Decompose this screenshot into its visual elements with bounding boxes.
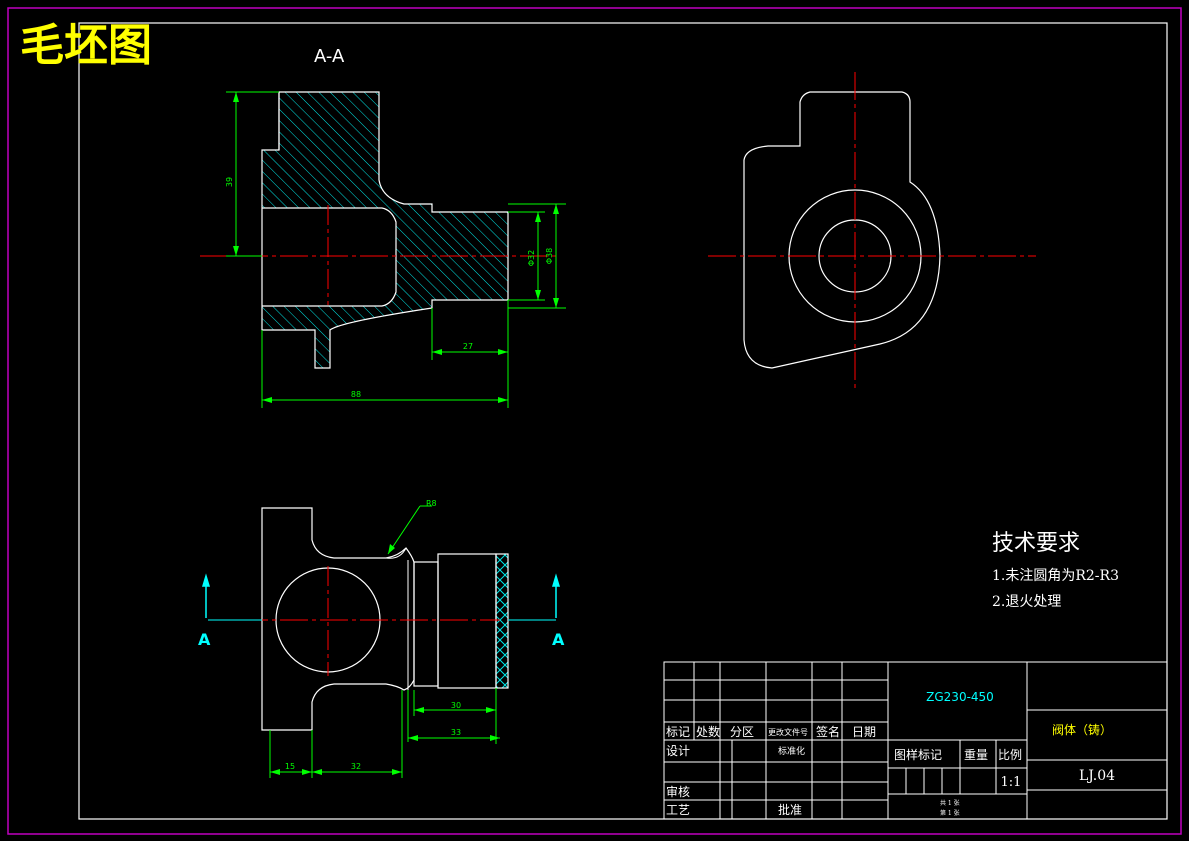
cut-label-right: A: [552, 630, 565, 649]
dim-15: 15: [285, 762, 295, 771]
hdr-sign: 签名: [816, 724, 840, 739]
title-block-text: ZG230-450 阀体（铸） LJ.04 1:1 标记 处数 分区 更改文件号…: [666, 690, 1115, 817]
dim-30: 30: [451, 701, 461, 710]
top-dimensions: [269, 505, 500, 778]
hdr-mark: 标记: [666, 725, 690, 739]
cut-label-left: A: [198, 630, 211, 649]
hdr-standardize: 标准化: [778, 745, 805, 757]
sheet-border: [7, 7, 1182, 835]
hdr-weight: 重量: [964, 748, 988, 762]
tech-req-heading: 技术要求: [992, 531, 1080, 556]
hdr-drawing-mark: 图样标记: [894, 747, 942, 762]
drawing-frame: [78, 22, 1168, 820]
title-block: [663, 661, 1168, 820]
material-spec: ZG230-450: [926, 690, 994, 704]
sheet-total: 共 1 张: [940, 799, 960, 807]
hdr-count: 处数: [696, 724, 720, 739]
spigot-knurl: [495, 553, 509, 689]
hdr-design: 设计: [666, 744, 690, 758]
top-dim-arrows: [270, 544, 500, 775]
dim-33: 33: [451, 728, 461, 737]
dim-32: 32: [351, 762, 361, 771]
top-view: A A R8 30 33 15 32: [198, 499, 565, 778]
hdr-zone: 分区: [730, 725, 754, 739]
tech-requirements: 技术要求 1.未注圆角为R2-R3 2.退火处理: [992, 531, 1119, 610]
hdr-process: 工艺: [666, 803, 690, 817]
section-view-a-a: A-A: [200, 46, 566, 408]
tech-req-item-2: 2.退火处理: [992, 594, 1061, 610]
drawing-number: LJ.04: [1079, 768, 1115, 784]
section-dimensions: [226, 91, 566, 408]
spigot-neck: [413, 561, 439, 687]
section-label: A-A: [314, 46, 345, 67]
tech-req-item-1: 1.未注圆角为R2-R3: [992, 568, 1119, 584]
dim-88: 88: [351, 390, 361, 399]
side-view: [708, 72, 1036, 390]
hdr-approve: 批准: [778, 802, 802, 817]
dim-d38: Φ38: [545, 248, 554, 264]
side-view-outline: [743, 91, 941, 369]
part-name: 阀体（铸）: [1052, 722, 1112, 737]
bore-outline: [262, 207, 397, 307]
dim-d32: Φ32: [527, 250, 536, 266]
section-bore: [262, 208, 396, 306]
dim-39: 39: [225, 177, 234, 187]
spigot-body: [437, 553, 497, 689]
top-view-body: [261, 507, 415, 731]
hdr-scale: 比例: [998, 748, 1022, 762]
hdr-change-doc: 更改文件号: [768, 727, 808, 737]
hdr-date: 日期: [852, 725, 876, 739]
scale-value: 1:1: [1001, 775, 1022, 790]
hdr-review: 审核: [666, 784, 690, 799]
sheet-current: 第 1 张: [940, 809, 960, 817]
dim-r8: R8: [426, 499, 437, 508]
drawing-title: 毛坯图: [20, 20, 152, 71]
cut-arrows: [201, 573, 561, 618]
dim-arrows: [233, 92, 559, 403]
dim-27: 27: [463, 342, 473, 351]
